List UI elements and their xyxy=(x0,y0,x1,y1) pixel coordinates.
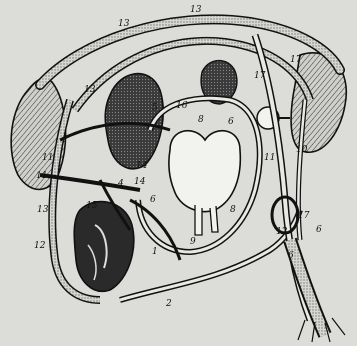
label-13-top-left: 13 xyxy=(118,19,130,29)
label-4: 4 xyxy=(117,179,124,189)
label-8-upper: 8 xyxy=(198,115,204,125)
label-5: 5 xyxy=(152,103,158,113)
label-13-top: 13 xyxy=(190,5,202,15)
label-11-far-left: 11 xyxy=(36,171,47,181)
label-6-upper: 6 xyxy=(228,117,234,127)
label-13-lower-left: 13 xyxy=(37,205,49,215)
label-11-left: 11 xyxy=(42,153,53,163)
label-17-upper-b: 17 xyxy=(290,55,302,65)
label-17-lower: 17 xyxy=(298,211,310,221)
label-12-right: 12 xyxy=(276,227,288,237)
label-17-upper-a: 17 xyxy=(254,71,266,81)
label-14-a: 14 xyxy=(136,161,148,171)
heart xyxy=(74,202,134,292)
label-10: 10 xyxy=(296,145,308,155)
label-13-left: 13 xyxy=(84,85,96,95)
label-8-lower: 8 xyxy=(230,205,236,215)
label-6-mid: 6 xyxy=(150,195,156,205)
label-1: 1 xyxy=(152,247,158,257)
label-2: 2 xyxy=(165,299,172,309)
label-14-b: 14 xyxy=(134,177,146,187)
label-15: 15 xyxy=(86,201,98,211)
label-12-left: 12 xyxy=(34,241,46,251)
central-organ xyxy=(169,131,241,212)
label-11-right: 11 xyxy=(264,153,275,163)
label-6-right-b: 6 xyxy=(288,251,294,261)
label-9: 9 xyxy=(190,237,196,247)
label-16: 16 xyxy=(176,101,188,111)
label-6-right-a: 6 xyxy=(316,225,322,235)
